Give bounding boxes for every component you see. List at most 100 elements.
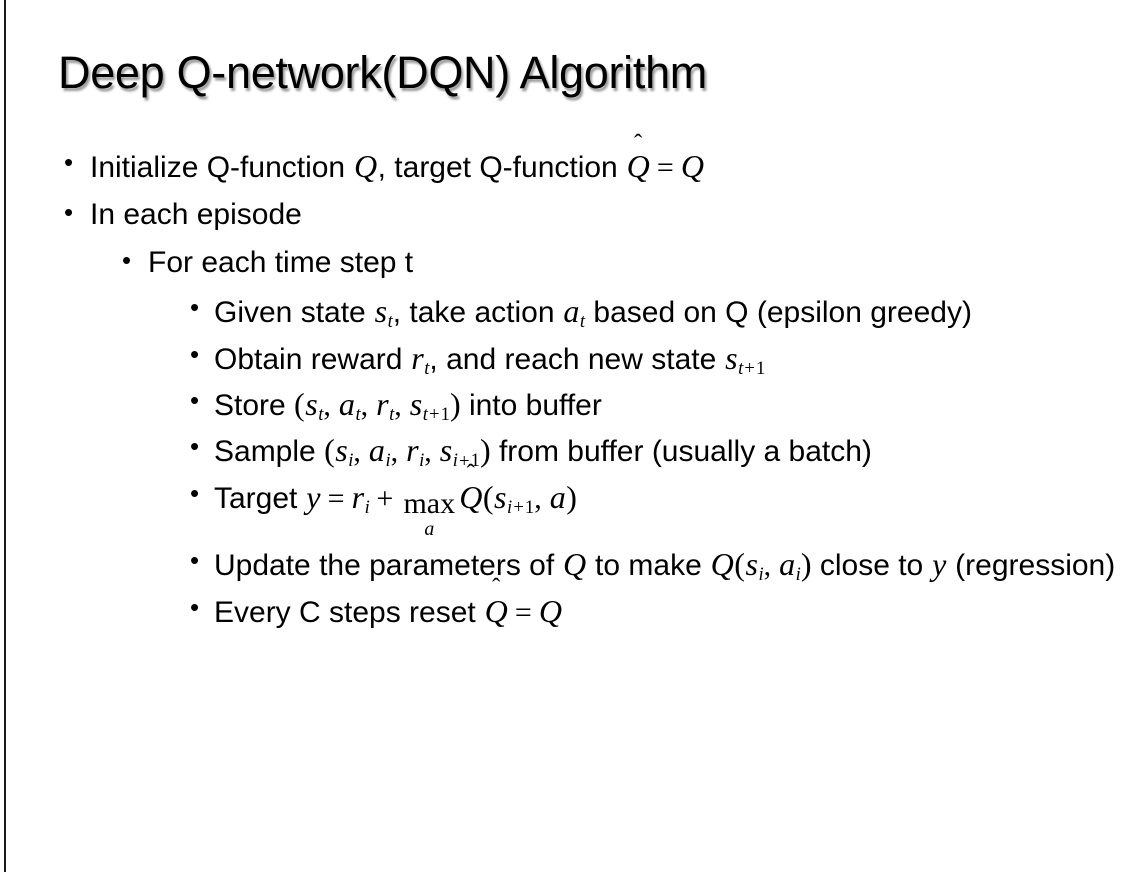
math-var-y: y <box>306 478 321 515</box>
text-run: close to <box>811 549 932 583</box>
left-edge-rule <box>4 0 6 872</box>
math-var-r: r <box>376 385 389 422</box>
math-var-s: s <box>725 339 738 376</box>
sub-i: i <box>507 496 513 518</box>
math-var-q-hat: ̂Q <box>459 475 483 519</box>
math-var-a: a <box>779 546 796 583</box>
math-var-r: r <box>406 432 419 469</box>
list-item-every-c-steps: • Every C steps reset ̂Q=Q <box>0 589 1124 633</box>
math-comma: , <box>424 435 440 469</box>
algorithm-bullet-list: • Initialize Q-function Q , target Q-func… <box>0 144 1124 635</box>
math-op-equals: = <box>514 595 532 629</box>
math-paren-open: ( <box>294 385 305 422</box>
list-item-for-each-time-step: • For each time step t <box>0 242 1124 283</box>
math-subscript-i: i <box>385 450 391 472</box>
sub-t: t <box>422 404 428 426</box>
math-subscript-i: i <box>348 450 354 472</box>
math-op-plus: + <box>376 481 394 515</box>
list-item-initialize: • Initialize Q-function Q , target Q-func… <box>0 144 1124 188</box>
math-subscript-t: t <box>387 311 393 333</box>
sub-one: 1 <box>440 404 450 426</box>
text-run: Given state <box>214 296 375 330</box>
bullet-marker: • <box>122 244 132 275</box>
list-item-given-state: • Given state st, take action at based o… <box>0 289 1124 333</box>
math-var-q-hat: ̂Q <box>484 589 508 633</box>
text-run: Every C steps reset <box>214 595 485 629</box>
sub-plus: + <box>744 357 755 379</box>
list-item-text: Target y=ri+maxâQ(si+1, a) <box>214 475 1119 540</box>
bullet-marker: • <box>190 292 200 323</box>
bullet-marker: • <box>190 338 200 369</box>
list-item-text: Store (st, at, rt, st+1) into buffer <box>214 382 1119 426</box>
math-subscript-t: t <box>355 404 361 426</box>
math-var-y: y <box>932 546 947 583</box>
page-title: Deep Q-network(DQN) Algorithm <box>58 47 707 98</box>
math-var-s: s <box>335 432 348 469</box>
math-var-q: Q <box>563 546 587 583</box>
list-item-sample: • Sample (si, ai, ri, si+1) from buffer … <box>0 428 1124 472</box>
math-var-a: a <box>338 385 355 422</box>
math-subscript-i: i <box>364 496 370 518</box>
math-var-s: s <box>374 293 388 330</box>
math-paren-open: ( <box>482 478 494 515</box>
text-run: Initialize Q-function <box>90 151 354 184</box>
math-var-r: r <box>411 339 424 376</box>
math-subscript-t-plus-1: t+1 <box>738 358 765 379</box>
math-var-q-hat: ̂Q <box>626 144 650 188</box>
math-op-equals: = <box>656 151 674 184</box>
sub-plus: + <box>513 496 524 518</box>
math-subscript-i: i <box>419 450 425 472</box>
sub-t: t <box>738 357 744 379</box>
math-var-q-base: Q <box>459 478 483 515</box>
text-run: Target <box>214 481 306 515</box>
math-var-q2: Q <box>710 546 734 583</box>
math-subscript-i-plus-1: i+1 <box>507 497 534 518</box>
sub-one: 1 <box>470 450 480 472</box>
math-var-q2: Q <box>680 148 705 184</box>
math-comma: , <box>353 435 369 469</box>
math-var-s: s <box>494 478 507 515</box>
math-subscript-t: t <box>424 357 430 379</box>
math-var-q-base: Q <box>484 592 508 629</box>
math-paren-close: ) <box>566 478 577 515</box>
math-comma: , <box>390 435 406 469</box>
bullet-marker: • <box>190 591 200 622</box>
math-subscript-t: t <box>389 404 395 426</box>
sub-plus: + <box>459 450 470 472</box>
math-subscript-i: i <box>795 564 801 586</box>
list-item-update-parameters: • Update the parameters of Q to make Q(s… <box>0 542 1124 586</box>
math-comma: , <box>360 388 376 422</box>
bullet-marker: • <box>190 384 200 415</box>
list-item-in-each-episode: • In each episode <box>0 194 1124 235</box>
math-paren-open: ( <box>324 432 335 469</box>
list-item-text: Given state st, take action at based on … <box>214 289 1119 333</box>
bullet-marker: • <box>190 431 200 462</box>
math-var-s: s <box>305 385 318 422</box>
math-var-a: a <box>368 432 385 469</box>
list-item-text: For each time step t <box>148 245 414 279</box>
math-subscript-t-plus-1: t+1 <box>423 404 450 425</box>
sub-plus: + <box>429 404 440 426</box>
list-item-text: Sample (si, ai, ri, si+1) from buffer (u… <box>214 428 1119 472</box>
text-run: Store <box>214 388 295 422</box>
bullet-marker: • <box>64 147 74 177</box>
math-paren-open: ( <box>734 546 745 583</box>
math-subscript-i: i <box>758 564 764 586</box>
math-comma: , <box>323 388 339 422</box>
text-run: (regression) <box>946 549 1116 583</box>
math-var-a: a <box>563 293 580 330</box>
text-run: based on Q (epsilon greedy) <box>585 296 972 330</box>
math-paren-close: ) <box>800 546 812 583</box>
max-label: max <box>403 487 456 521</box>
text-run: to make <box>586 549 711 583</box>
list-item-text: Obtain reward rt, and reach new state st… <box>214 336 1119 380</box>
math-var-s: s <box>409 385 423 422</box>
list-item-target: • Target y=ri+maxâQ(si+1, a) <box>0 475 1124 540</box>
sub-one: 1 <box>755 357 766 379</box>
math-comma: , <box>534 481 550 515</box>
text-run: into buffer <box>460 388 602 422</box>
list-item-text: Update the parameters of Q to make Q(si,… <box>214 542 1119 586</box>
text-run: , target Q-function <box>377 151 627 184</box>
